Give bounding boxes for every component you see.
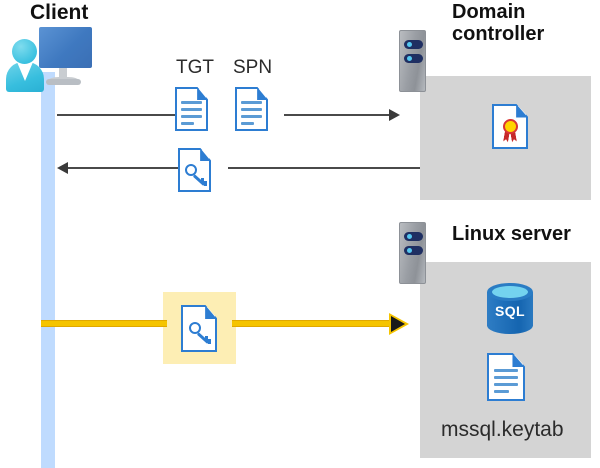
key-ring	[189, 322, 201, 334]
document-text-line	[241, 101, 262, 104]
document-fold-corner	[205, 305, 217, 320]
key-tooth	[208, 339, 211, 344]
person-head-icon	[12, 39, 37, 64]
database-cylinder-top-inner	[492, 286, 528, 298]
monitor-screen	[39, 27, 92, 68]
key-icon	[189, 322, 213, 346]
document-text-line	[494, 383, 518, 386]
document-text-line	[181, 122, 194, 125]
spn-document-icon	[235, 87, 268, 131]
server-bay-icon	[404, 40, 423, 49]
server-bay-icon	[404, 54, 423, 63]
server-bay-icon	[404, 232, 423, 241]
response-line-segment-1	[68, 167, 178, 169]
linux-server-title: Linux server	[452, 223, 571, 245]
keytab-document-icon	[487, 353, 525, 401]
medal-icon	[502, 119, 519, 146]
response-arrowhead	[57, 162, 68, 174]
document-text-line	[181, 108, 202, 111]
document-fold-corner	[200, 148, 211, 162]
domain-controller-title-line1: Domain	[452, 1, 526, 23]
keytab-filename-label: mssql.keytab	[441, 418, 564, 441]
key-ring	[185, 164, 197, 176]
key-icon	[185, 164, 207, 186]
response-line-segment-2	[228, 167, 420, 169]
client-title: Client	[30, 1, 89, 24]
highlighted-line-segment-1	[41, 320, 167, 327]
monitor-base-plate	[46, 79, 81, 85]
monitor-neck	[59, 68, 67, 79]
key-tooth	[204, 181, 207, 186]
highlighted-arrowhead	[391, 316, 405, 332]
sql-label: SQL	[495, 303, 525, 319]
domain-controller-server-rack-icon	[399, 30, 426, 92]
server-led-icon	[406, 56, 412, 61]
tgt-label: TGT	[176, 57, 214, 78]
server-bay-icon	[404, 246, 423, 255]
certificate-document-icon	[492, 104, 528, 149]
highlighted-line-segment-2	[232, 320, 392, 327]
client-lifeline	[41, 72, 55, 468]
domain-controller-title-line2: controller	[452, 22, 545, 45]
database-cylinder-bottom	[487, 317, 533, 334]
server-led-icon	[406, 248, 412, 253]
document-text-line	[181, 101, 202, 104]
server-led-icon	[406, 234, 412, 239]
request-line-segment-1	[57, 114, 175, 116]
tgt-document-icon	[175, 87, 208, 131]
medal-disc	[503, 119, 518, 134]
document-fold-corner	[197, 87, 208, 101]
document-text-line	[241, 108, 262, 111]
document-text-line	[494, 376, 518, 379]
document-fold-corner	[516, 104, 528, 118]
document-text-line	[494, 390, 509, 393]
document-text-line	[241, 122, 254, 125]
domain-controller-title: Domain controller	[452, 1, 582, 45]
server-led-icon	[406, 42, 412, 47]
key-tooth	[201, 178, 204, 183]
sql-database-icon: SQL	[487, 283, 533, 335]
service-ticket-key-document-icon	[178, 148, 211, 192]
document-text-line	[241, 115, 262, 118]
linux-server-rack-icon	[399, 222, 426, 284]
auth-key-document-icon	[181, 305, 217, 352]
request-line-segment-2	[284, 114, 390, 116]
spn-label: SPN	[233, 57, 273, 78]
request-arrowhead	[389, 109, 400, 121]
document-text-line	[494, 369, 518, 372]
client-workstation-icon	[6, 27, 92, 93]
document-fold-corner	[257, 87, 268, 101]
document-text-line	[181, 115, 202, 118]
key-tooth	[205, 336, 208, 341]
